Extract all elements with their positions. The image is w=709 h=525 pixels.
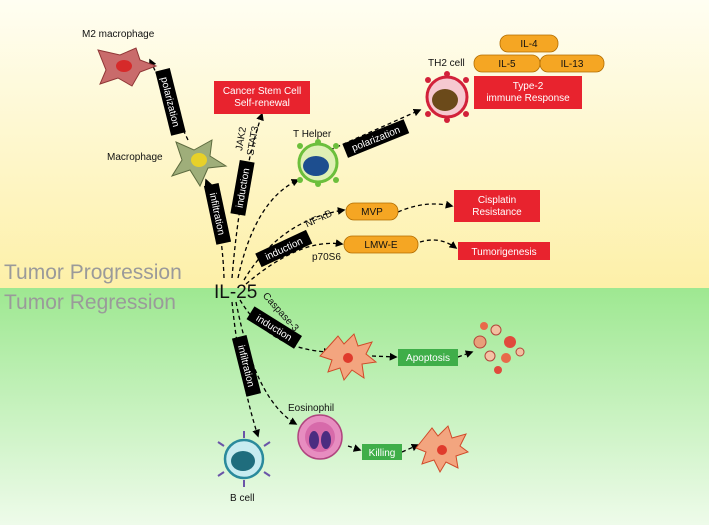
label-jak2-stat3-text: JAK2STAT3 bbox=[234, 123, 262, 157]
box-type2-immune-text-line: Type-2 bbox=[513, 81, 544, 92]
arrow-to-stem bbox=[231, 112, 264, 279]
pill-il4: IL-4 bbox=[499, 34, 559, 53]
label-b-cell: B cell bbox=[230, 493, 254, 504]
arrow-to-lmwe bbox=[245, 239, 344, 285]
box-killing-text: Killing bbox=[369, 448, 396, 459]
arrow-lmwe-tumor bbox=[419, 239, 458, 249]
section-progression: Tumor Progression bbox=[4, 261, 182, 284]
label-macrophage: Macrophage bbox=[107, 152, 163, 163]
apoptotic-bodies bbox=[473, 322, 525, 374]
pill-il13: IL-13 bbox=[539, 54, 605, 73]
label-t-helper: T Helper bbox=[293, 129, 332, 140]
b-cell bbox=[217, 431, 271, 487]
arrow-mvp-cisplatin bbox=[397, 200, 454, 213]
arrow-to-thelper bbox=[237, 179, 300, 279]
tumor-cell-apoptosis bbox=[319, 333, 378, 382]
box-cancer-stem-cell-text-line: Self-renewal bbox=[234, 98, 290, 109]
m2-macrophage-cell bbox=[97, 47, 158, 87]
box-cisplatin-text-line: Cisplatin bbox=[478, 195, 516, 206]
arrow-to-mvp bbox=[243, 207, 346, 281]
arrow-eos-killing bbox=[347, 444, 362, 452]
box-apoptosis: Apoptosis bbox=[398, 349, 458, 366]
box-tumorigenesis-text: Tumorigenesis bbox=[471, 247, 536, 258]
box-killing: Killing bbox=[362, 444, 402, 460]
center-il25: IL-25 bbox=[214, 282, 257, 303]
label-jak2-stat3: JAK2STAT3 bbox=[234, 123, 262, 157]
t-helper-cell bbox=[297, 139, 339, 187]
pill-il13-text: IL-13 bbox=[561, 59, 584, 70]
regression-background bbox=[0, 288, 709, 525]
label-eosinophil: Eosinophil bbox=[288, 403, 334, 414]
label-jak2-stat3-text-line: STAT3 bbox=[245, 125, 261, 157]
pill-il4-text: IL-4 bbox=[520, 39, 538, 50]
box-apoptosis-text: Apoptosis bbox=[406, 353, 450, 364]
pill-lmw-e: LMW-E bbox=[343, 235, 419, 254]
pill-lmw-e-text: LMW-E bbox=[364, 240, 397, 251]
pill-mvp-text: MVP bbox=[361, 207, 383, 218]
label-jak2-stat3-text-line: JAK2 bbox=[234, 126, 249, 152]
th2-cell bbox=[425, 71, 469, 123]
eosinophil-cell bbox=[297, 414, 343, 460]
box-type2-immune-text-line: immune Response bbox=[486, 93, 570, 104]
tumor-cell-killed bbox=[415, 425, 470, 474]
label-m2-macrophage: M2 macrophage bbox=[82, 29, 155, 40]
label-th2-cell: TH2 cell bbox=[428, 58, 465, 69]
arrow-killing-cell bbox=[401, 443, 420, 453]
pill-il5-text: IL-5 bbox=[498, 59, 516, 70]
pill-mvp: MVP bbox=[345, 202, 399, 221]
box-cisplatin-text-line: Resistance bbox=[472, 207, 522, 218]
label-p70s6: p70S6 bbox=[312, 252, 341, 263]
pill-il5: IL-5 bbox=[473, 54, 541, 73]
arrow-to-eosinophil bbox=[235, 301, 298, 425]
box-tumorigenesis: Tumorigenesis bbox=[458, 242, 550, 260]
arrow-to-dead-cells bbox=[457, 350, 474, 358]
section-regression: Tumor Regression bbox=[4, 291, 176, 314]
box-cancer-stem-cell-text-line: Cancer Stem Cell bbox=[223, 86, 301, 97]
macrophage-cell bbox=[170, 139, 228, 188]
label-induction-stem: induction bbox=[230, 160, 255, 216]
